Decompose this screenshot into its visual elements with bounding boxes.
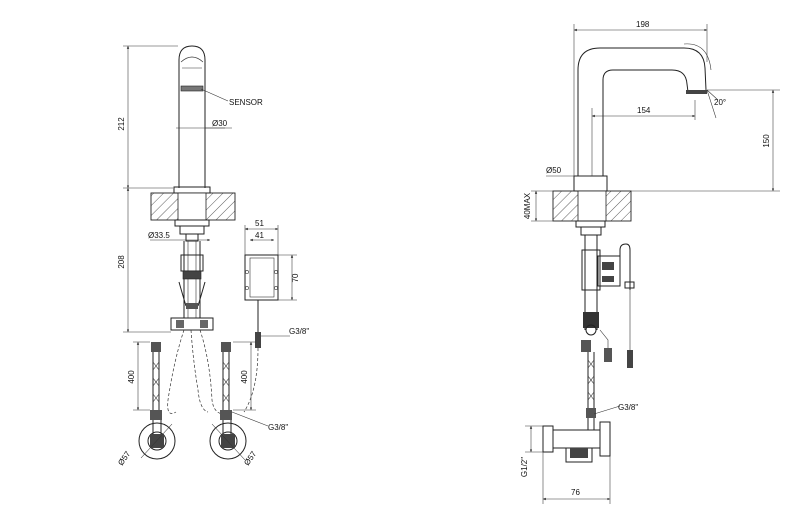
dim-70-label: 70 <box>291 273 300 282</box>
sensor-label: SENSOR <box>229 98 263 107</box>
dia30-label: Ø30 <box>212 119 228 128</box>
dim-212-label: 212 <box>117 117 126 131</box>
side-stop-valve <box>542 418 611 463</box>
dim-198-label: 198 <box>636 20 650 29</box>
dim-150-label: 150 <box>762 134 771 148</box>
dim-41-label: 41 <box>255 231 264 240</box>
dia57-right-label: Ø57 <box>242 449 258 467</box>
front-spout-top <box>178 45 206 92</box>
dim-400-left-label: 400 <box>127 370 136 384</box>
front-connector <box>170 317 214 331</box>
dim-400-mid-label: 400 <box>240 370 249 384</box>
side-spout <box>577 47 707 176</box>
front-view <box>123 45 297 461</box>
dim-76-label: 76 <box>571 488 580 497</box>
control-box <box>244 254 279 301</box>
dim-154-label: 154 <box>637 106 651 115</box>
dim-208-label: 208 <box>117 255 126 269</box>
thread-right-label: G3/8" <box>618 403 638 412</box>
thread-bottom-label: G3/8" <box>268 423 288 432</box>
dim-51-label: 51 <box>255 219 264 228</box>
g1-2-label: G1/2" <box>520 457 529 477</box>
side-view <box>525 24 780 504</box>
thread-top-label: G3/8" <box>289 327 309 336</box>
dia57-left-label: Ø57 <box>116 449 132 467</box>
dim-40max-label: 40MAX <box>523 192 532 219</box>
front-body <box>178 92 206 188</box>
left-flex-hose <box>138 342 176 460</box>
dia33-5-label: Ø33.5 <box>148 231 170 240</box>
sensor-window <box>180 85 204 92</box>
dia50-label: Ø50 <box>546 166 562 175</box>
angle-label: 20° <box>714 98 726 107</box>
